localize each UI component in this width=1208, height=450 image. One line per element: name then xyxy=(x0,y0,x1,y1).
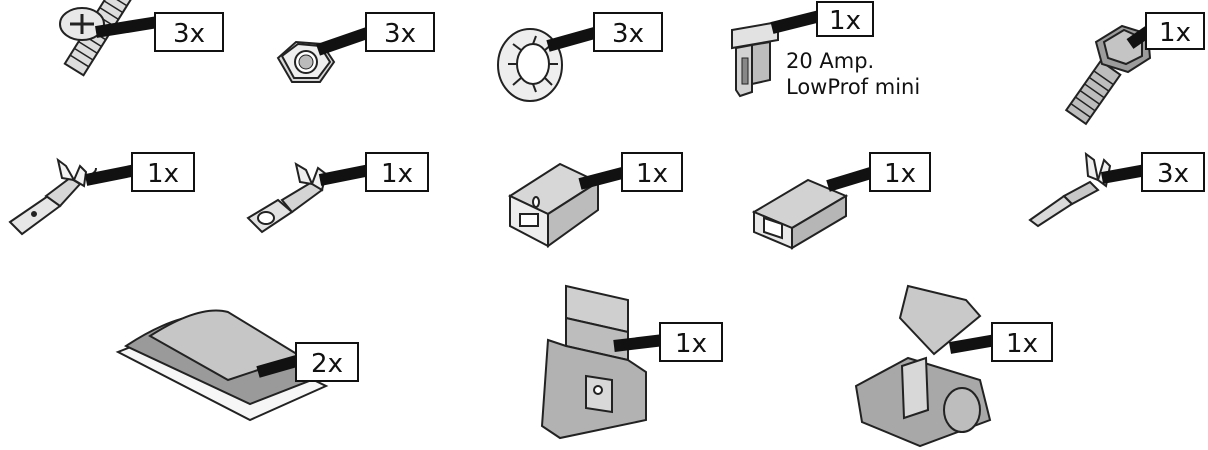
adhesive-pad-qty: 2x xyxy=(311,349,343,379)
terminal-male-qty-badge: 1x xyxy=(84,152,195,192)
connector-housing-a-qty-badge: 1x xyxy=(578,152,683,192)
splice-connector-b-icon xyxy=(854,284,992,448)
fuse-note-line1: 20 Amp. xyxy=(786,49,874,73)
fuse-qty: 1x xyxy=(829,6,861,36)
lock-washer-qty-badge: 3x xyxy=(546,12,663,52)
hex-nut-qty-badge: 3x xyxy=(316,12,435,56)
flange-bolt-qty-badge: 1x xyxy=(1126,12,1205,50)
adhesive-pad-icon xyxy=(115,309,329,422)
splice-connector-a-qty-badge: 1x xyxy=(613,322,723,362)
terminal-male-qty: 1x xyxy=(147,159,179,189)
terminal-female-qty: 1x xyxy=(381,159,413,189)
screw-qty-badge: 3x xyxy=(95,12,224,52)
splice-connector-a-qty: 1x xyxy=(675,329,707,359)
splice-connector-b-qty: 1x xyxy=(1006,329,1038,359)
adhesive-pad-qty-badge: 2x xyxy=(256,342,359,382)
lock-washer-icon xyxy=(497,28,563,102)
crimp-pin-icon xyxy=(1028,151,1112,228)
crimp-pin-qty: 3x xyxy=(1157,159,1189,189)
screw-qty: 3x xyxy=(173,19,205,49)
flange-bolt-qty: 1x xyxy=(1159,18,1191,48)
lock-washer-qty: 3x xyxy=(612,19,644,49)
terminal-female-icon xyxy=(246,161,328,234)
connector-housing-b-qty: 1x xyxy=(884,159,916,189)
connector-housing-b-icon xyxy=(751,178,849,250)
splice-connector-a-icon xyxy=(540,284,647,440)
screw-icon xyxy=(59,0,136,77)
hex-nut-qty: 3x xyxy=(384,19,416,49)
crimp-pin-qty-badge: 3x xyxy=(1100,152,1205,192)
fuse-qty-badge: 1x xyxy=(770,1,874,37)
fuse-note-line2: LowProf mini xyxy=(786,75,920,99)
fuse-icon xyxy=(731,20,779,98)
connector-housing-a-qty: 1x xyxy=(636,159,668,189)
terminal-female-qty-badge: 1x xyxy=(318,152,429,192)
splice-connector-b-qty-badge: 1x xyxy=(948,322,1053,362)
connector-housing-b-qty-badge: 1x xyxy=(826,152,931,192)
terminal-male-icon xyxy=(8,157,97,236)
connector-housing-a-icon xyxy=(507,162,601,248)
